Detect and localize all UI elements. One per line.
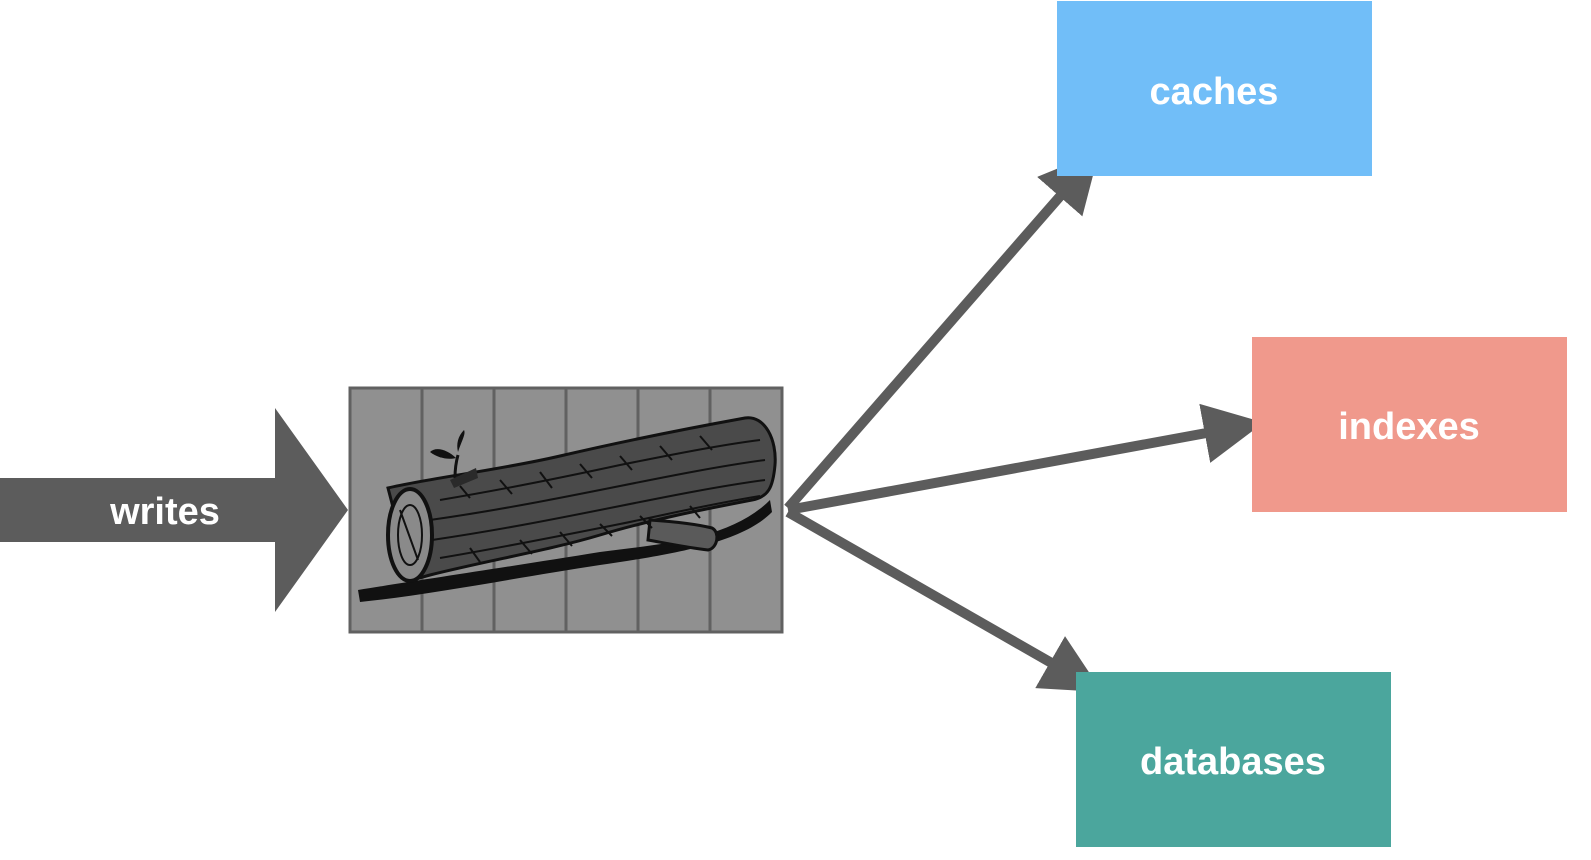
arrow-to-caches: [784, 151, 1100, 512]
indexes-label: indexes: [1338, 406, 1480, 448]
arrow-to-indexes: [787, 403, 1264, 515]
indexes-box: [1252, 337, 1567, 512]
writes-arrow-shape: [0, 408, 348, 612]
caches-label: caches: [1150, 71, 1279, 113]
target-databases: databases: [1076, 672, 1391, 847]
target-caches: caches: [1057, 1, 1372, 176]
databases-box: [1076, 672, 1391, 847]
fanout-arrows: [784, 151, 1264, 692]
databases-label: databases: [1140, 741, 1326, 783]
target-indexes: indexes: [1252, 337, 1567, 512]
arrow-to-databases: [785, 507, 1103, 692]
writes-arrow: writes: [0, 408, 348, 612]
writes-label: writes: [109, 491, 220, 533]
caches-box: [1057, 1, 1372, 176]
log-sprout: [430, 430, 478, 488]
log-icon: [358, 416, 777, 602]
log-box: [348, 386, 784, 634]
